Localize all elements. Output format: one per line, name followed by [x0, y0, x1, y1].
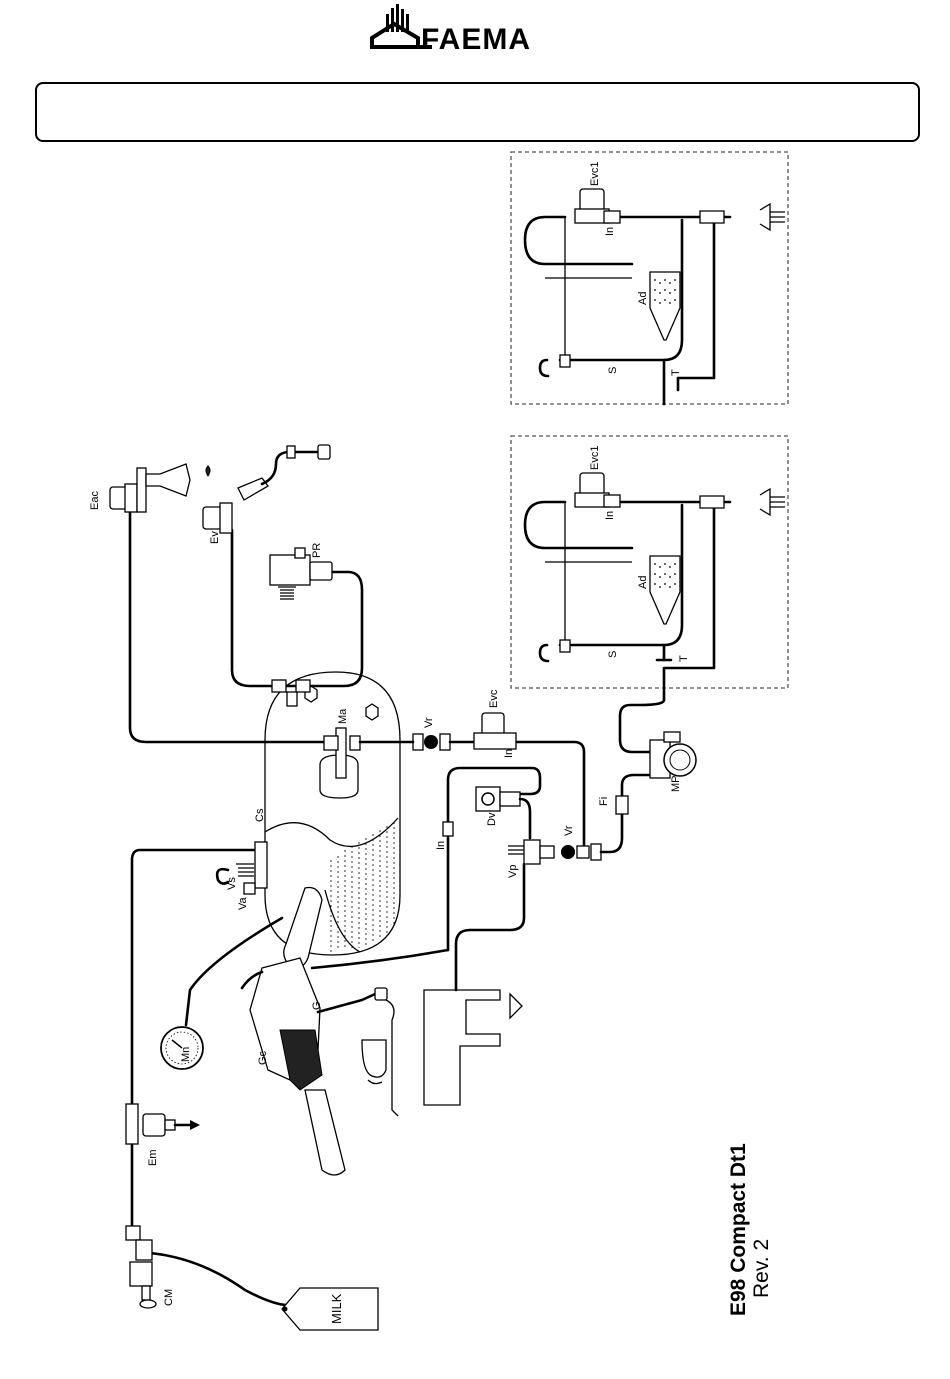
non-return-valve-vr-upper-icon: [413, 734, 450, 750]
pipe-ev-loop: [232, 530, 300, 686]
label-ev: Ev: [209, 531, 221, 544]
pipe-vp-to-tray: [456, 864, 524, 990]
dosing-panel-bottom: Evc1 In Ad S T: [511, 436, 788, 700]
cup-drip-tray-icon: [362, 990, 522, 1116]
label-s-bottom: S: [607, 651, 619, 658]
pipe-pr-loop: [300, 572, 362, 686]
label-vr-upper: Vr: [423, 717, 435, 728]
label-in-top: In: [604, 227, 616, 236]
fitting-in-icon: [443, 822, 453, 836]
solenoid-valve-em-icon: [126, 1104, 200, 1144]
label-g: G: [311, 1001, 323, 1010]
label-mn: Mn: [180, 1047, 192, 1062]
label-vs: Vs: [226, 877, 238, 890]
label-cs: Cs: [254, 808, 266, 822]
solenoid-valve-evc1-top-icon: [575, 189, 620, 223]
solenoid-valve-evc1-bottom-icon: [575, 473, 620, 507]
label-evc1-bottom: Evc1: [589, 446, 601, 470]
label-cm: CM: [163, 1289, 175, 1306]
label-ad-bottom: Ad: [637, 576, 649, 589]
model-name: E98 Compact Dt1: [727, 1143, 750, 1316]
label-dv: Dv: [486, 812, 498, 826]
filter-fi-icon: [616, 796, 628, 814]
label-evc1-top: Evc1: [589, 162, 601, 186]
label-in-left: In: [435, 841, 447, 850]
solenoid-valve-ev-icon: [203, 445, 330, 533]
faema-logo: FAEMA: [372, 4, 531, 56]
label-pr: PR: [311, 543, 323, 558]
header-box: [36, 83, 919, 141]
label-in-evc: In: [503, 749, 515, 758]
label-em: Em: [147, 1150, 159, 1167]
label-t-top: T: [670, 369, 682, 376]
label-mp: MP: [670, 776, 682, 793]
label-in-bottom: In: [604, 511, 616, 520]
label-ma: Ma: [337, 708, 349, 724]
label-vp: Vp: [507, 865, 519, 878]
label-vr-lower: Vr: [563, 825, 575, 836]
solenoid-valve-evc-icon: [474, 713, 516, 749]
solenoid-valve-eac-icon: [110, 464, 210, 512]
dosing-panel-top: Evc1 In Ad S T: [511, 152, 788, 404]
label-milk: MILK: [329, 1293, 344, 1324]
brand-name: FAEMA: [421, 23, 531, 56]
label-t-bottom: T: [678, 655, 690, 662]
pressure-valve-vp-vr-lower-icon: [508, 840, 601, 864]
label-gc: Gc: [257, 1050, 269, 1065]
label-evc: Evc: [488, 689, 500, 708]
label-ad-top: Ad: [637, 292, 649, 305]
motor-pump-mp-icon: [650, 732, 696, 778]
milk-valve-cm-icon: [126, 1226, 156, 1308]
label-fi: Fi: [598, 797, 610, 806]
label-va: Va: [237, 896, 249, 910]
label-eac: Eac: [89, 491, 101, 510]
label-s-top: S: [607, 367, 619, 374]
boiler: [265, 672, 400, 955]
model-revision: Rev. 2: [750, 1239, 773, 1298]
